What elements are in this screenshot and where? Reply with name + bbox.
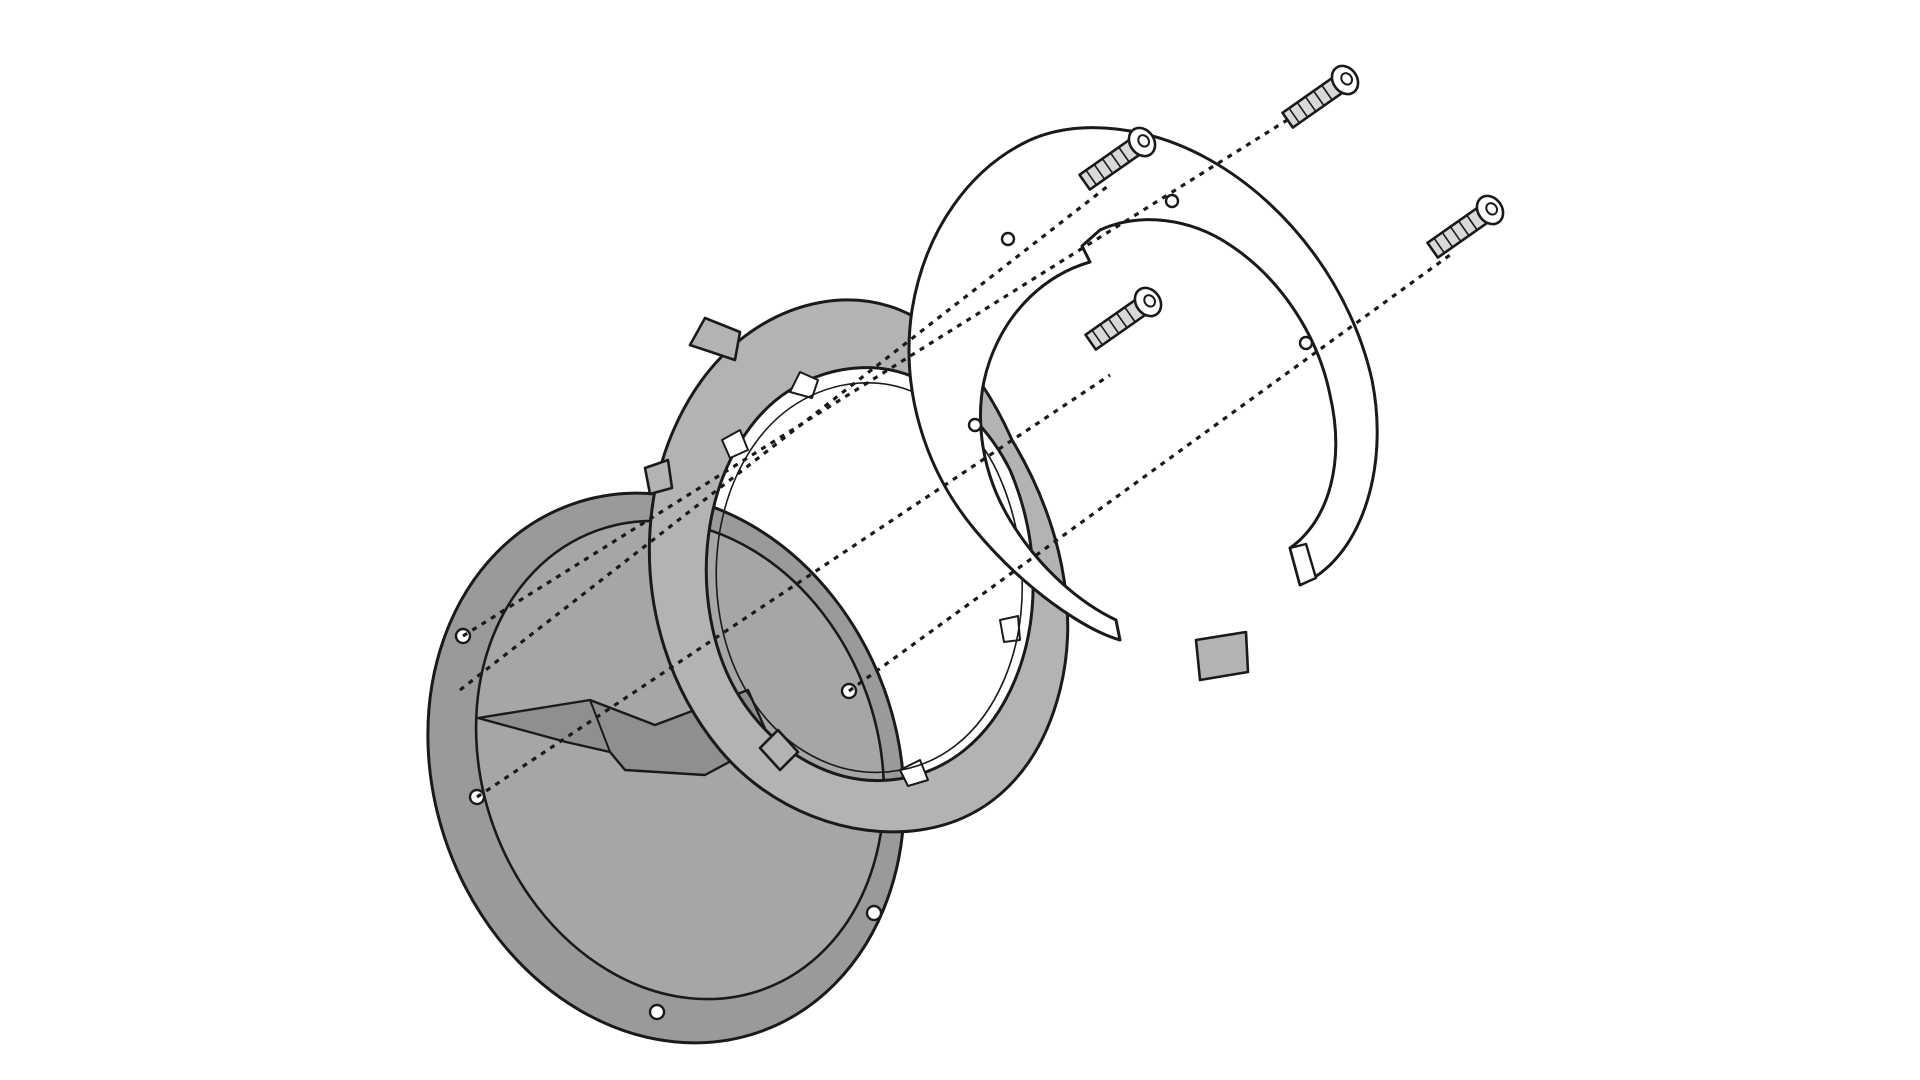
bracket-holes: [967, 193, 1314, 433]
screws: [1078, 64, 1505, 351]
base-plate: [426, 491, 906, 1045]
screw-icon: [1426, 194, 1505, 259]
screw-icon: [1084, 286, 1163, 351]
screw-icon: [1281, 64, 1360, 129]
guide-lines: [459, 110, 1451, 799]
adapter-ring: [643, 298, 1250, 834]
guide-line-3: [848, 253, 1451, 693]
guide-line-4: [459, 184, 1109, 692]
mounting-bracket: [907, 126, 1379, 642]
screw-icon: [1078, 126, 1157, 191]
